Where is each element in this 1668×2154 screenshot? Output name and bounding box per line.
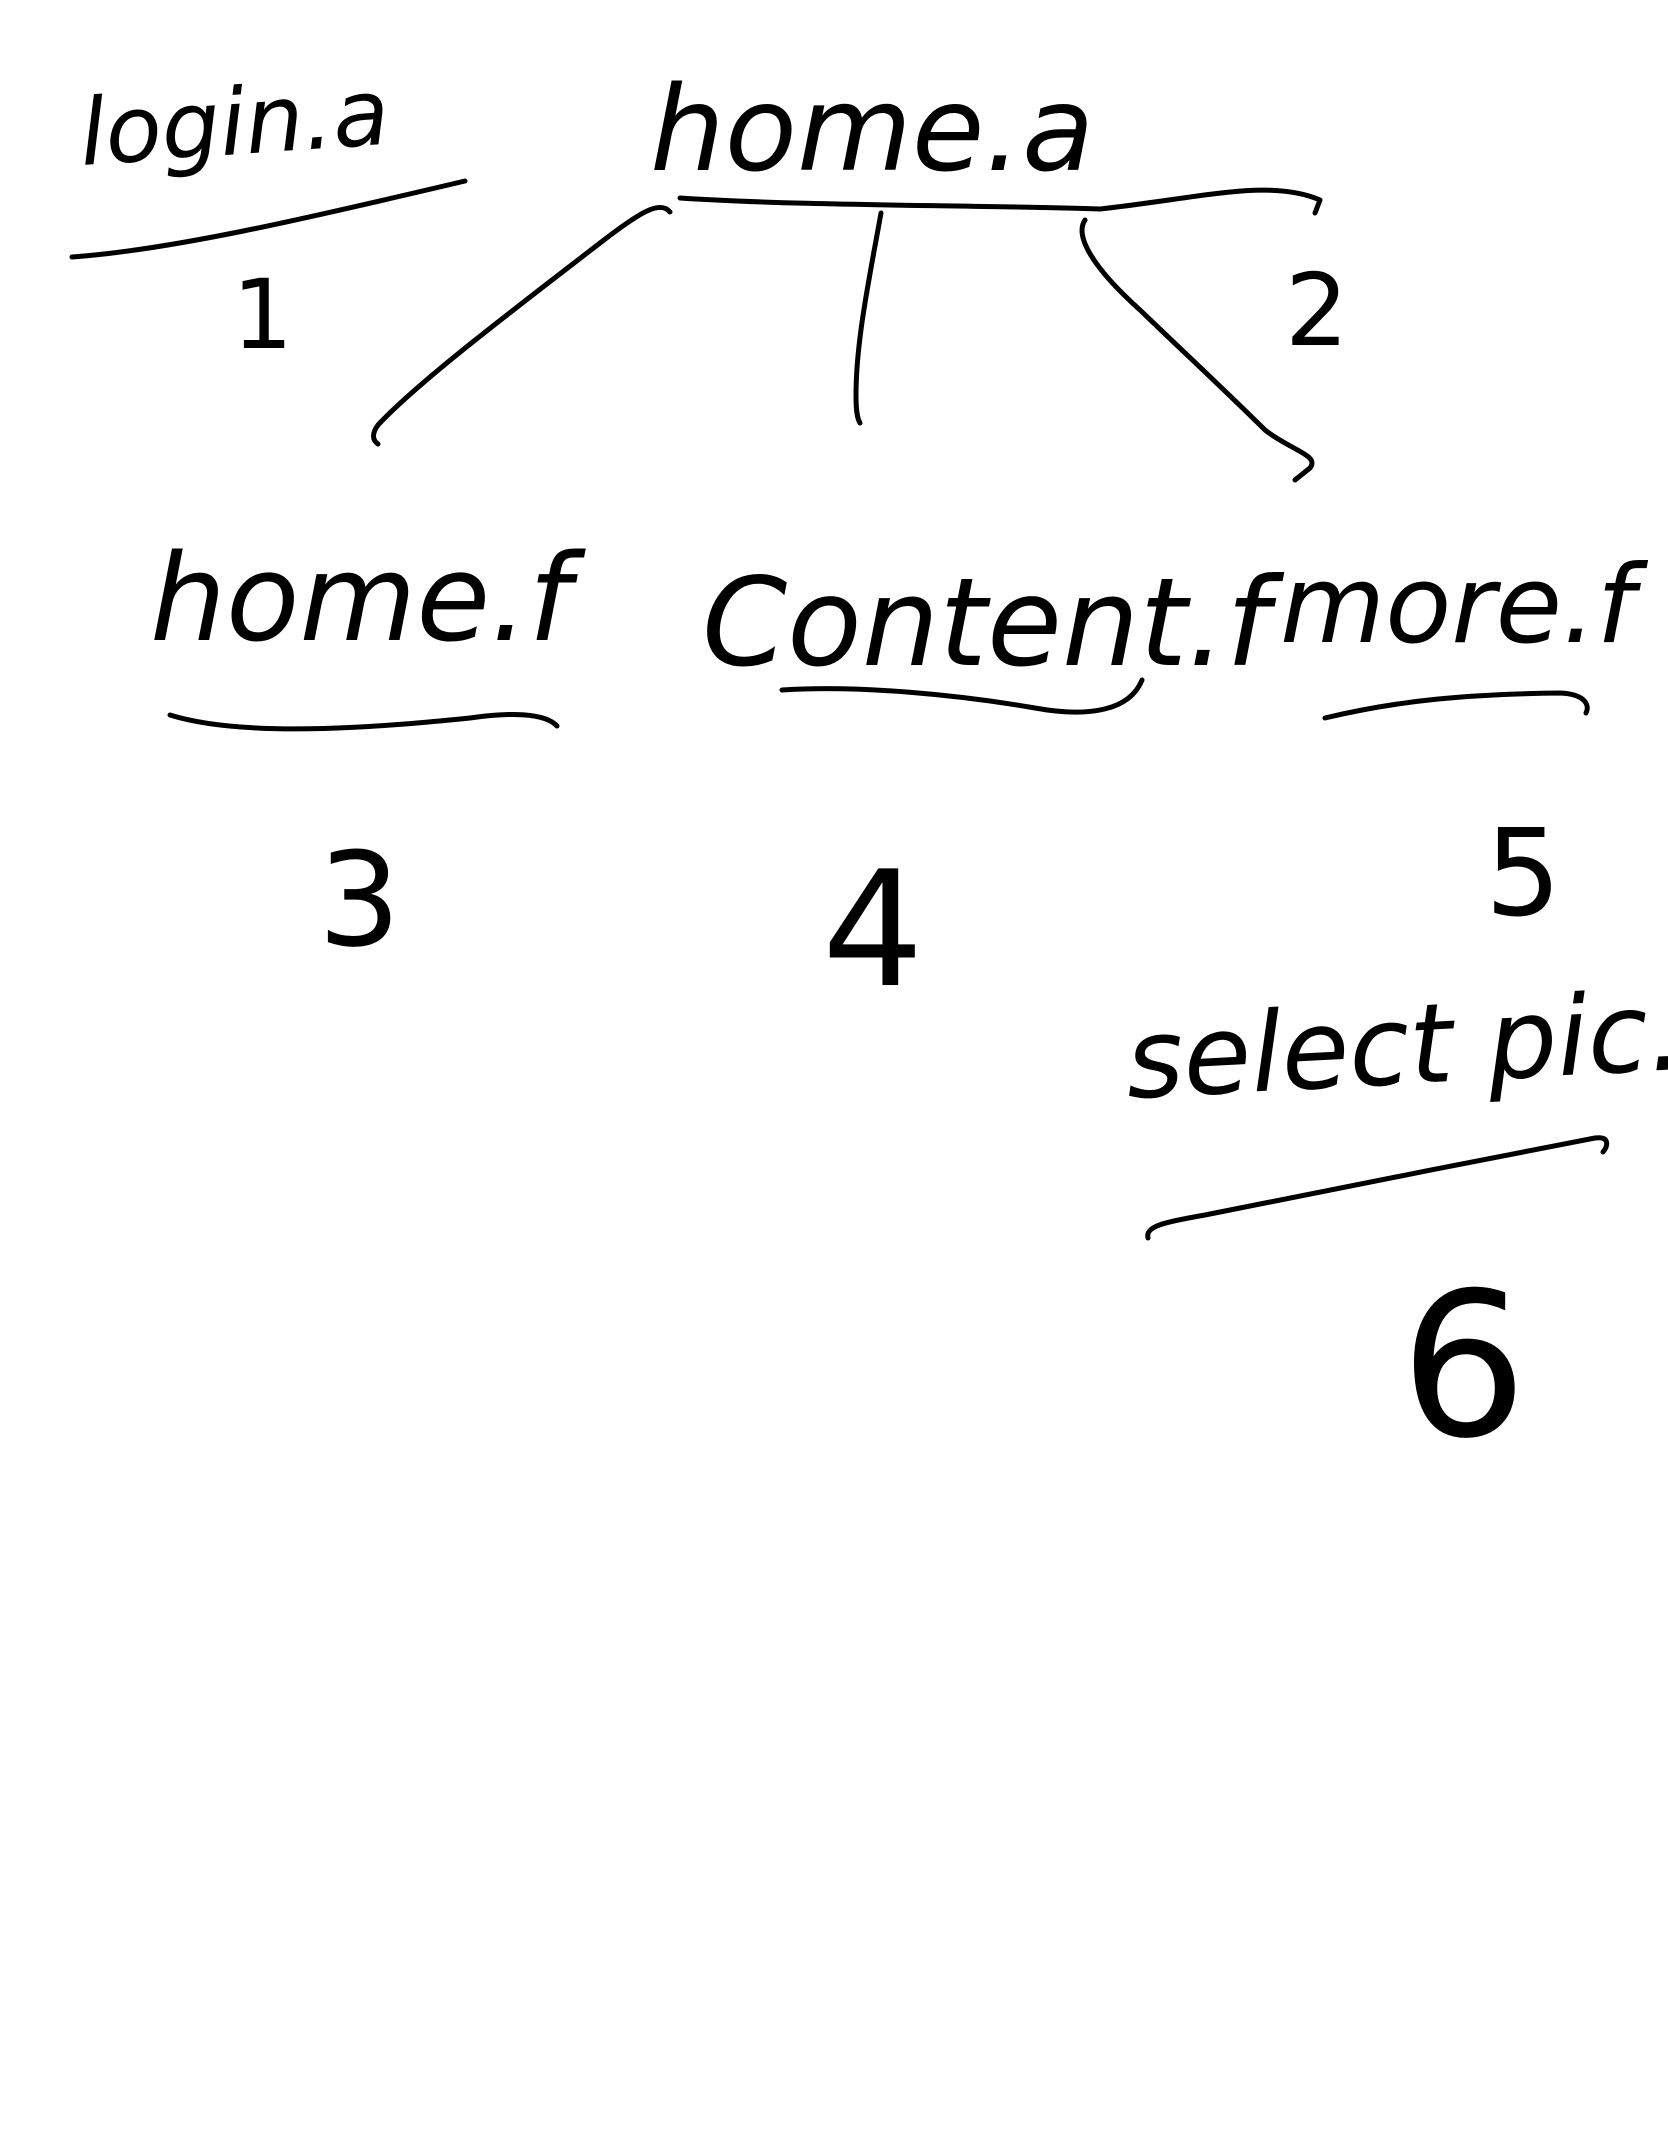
- edge-home-a-to-more-f: [1079, 217, 1315, 483]
- node-select-pic-number: 6: [1400, 1250, 1527, 1483]
- node-select-pic-label: select pic.a: [1123, 963, 1668, 1124]
- edges: [371, 205, 1315, 483]
- node-home-a: home.a 2: [650, 60, 1349, 369]
- edge-home-a-to-home-f: [371, 205, 673, 447]
- node-home-a-label: home.a: [650, 60, 1094, 198]
- node-select-pic-underline: [1145, 1135, 1610, 1241]
- edge-home-a-to-content-f: [853, 210, 884, 426]
- node-home-f-underline: [167, 711, 560, 732]
- node-home-f-number: 3: [318, 824, 401, 976]
- node-content-f: Content.f 4: [702, 552, 1285, 1023]
- node-content-f-underline: [779, 677, 1145, 715]
- node-content-f-number: 4: [822, 836, 924, 1023]
- node-select-pic: select pic.a 6: [1123, 963, 1668, 1483]
- node-home-a-underline: [677, 187, 1323, 216]
- node-more-f-label: more.f: [1280, 543, 1648, 668]
- node-home-f-label: home.f: [150, 530, 586, 669]
- node-login-label: login.a: [76, 59, 392, 187]
- node-more-f-number: 5: [1485, 805, 1561, 944]
- node-content-f-label: Content.f: [702, 552, 1285, 694]
- node-home-f: home.f 3: [150, 530, 586, 976]
- node-more-f-underline: [1322, 690, 1590, 721]
- node-login-underline: [69, 178, 468, 260]
- node-more-f: more.f 5: [1280, 543, 1648, 944]
- node-home-a-number: 2: [1285, 252, 1349, 369]
- node-login: login.a 1: [69, 59, 468, 371]
- node-login-number: 1: [232, 259, 293, 371]
